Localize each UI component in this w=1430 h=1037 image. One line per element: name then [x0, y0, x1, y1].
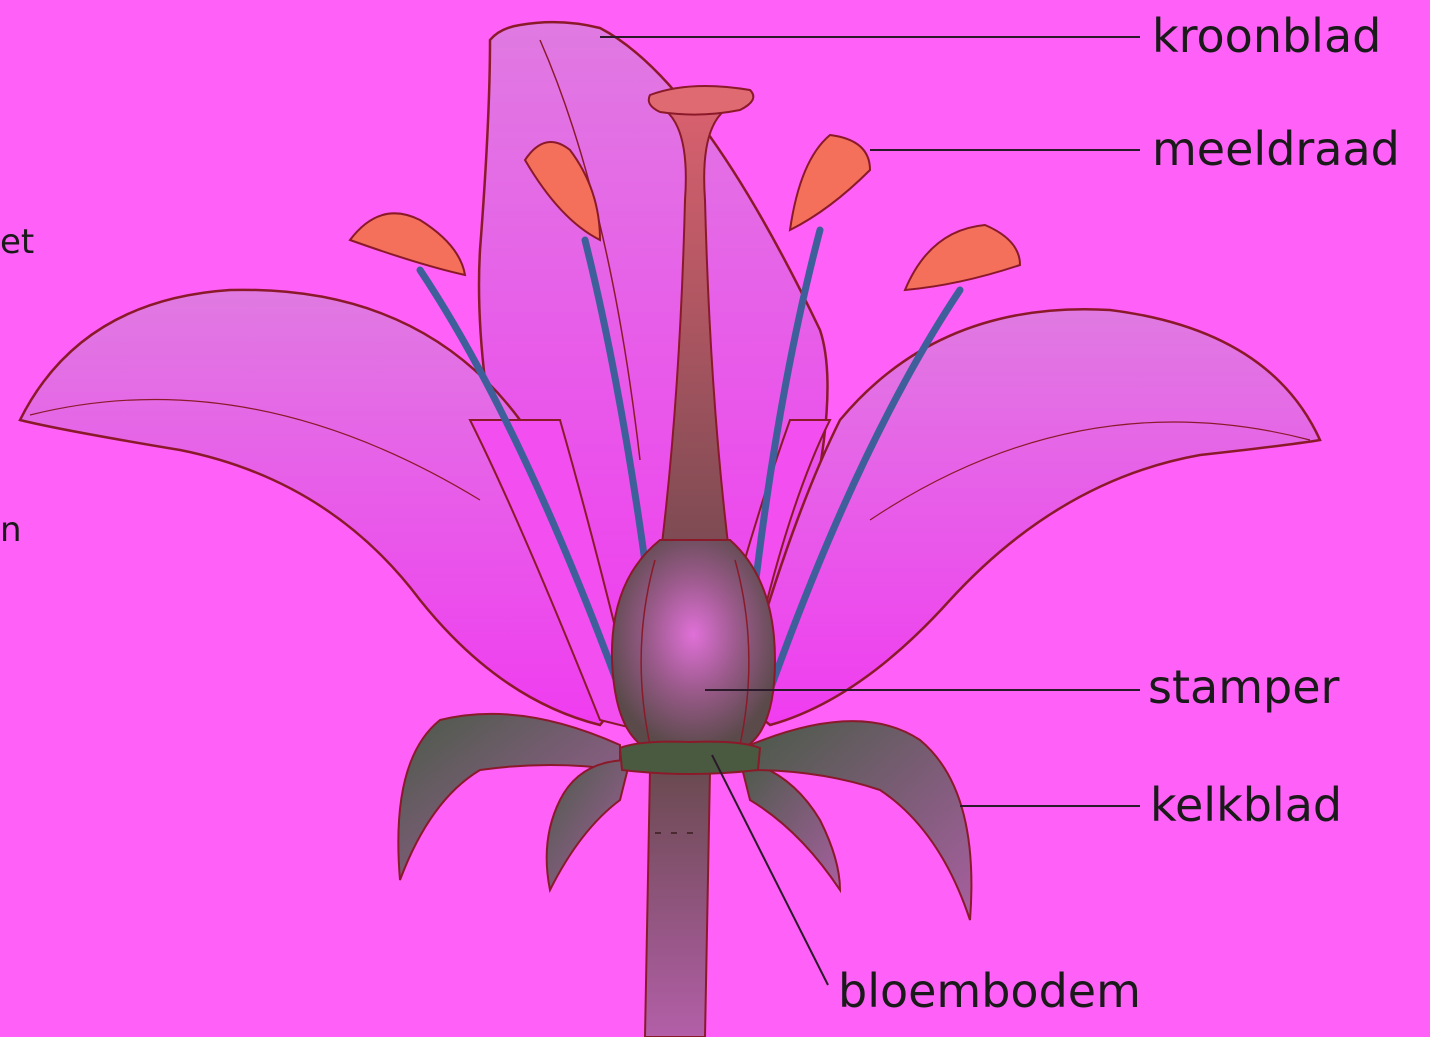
pistil-ovary	[612, 540, 775, 750]
cutoff-text-2: n	[0, 513, 22, 547]
anther-4	[905, 225, 1020, 290]
sepal-left-inner	[547, 760, 630, 890]
label-bloembodem: bloembodem	[838, 968, 1141, 1014]
stem	[645, 770, 710, 1037]
anther-1	[350, 213, 465, 275]
pistil-stigma	[649, 86, 754, 115]
cutoff-text-1: et	[0, 225, 34, 259]
label-kelkblad: kelkblad	[1150, 782, 1342, 828]
label-kroonblad: kroonblad	[1152, 13, 1381, 59]
sepal-right-inner	[740, 760, 840, 890]
anther-3	[790, 135, 870, 230]
label-meeldraad: meeldraad	[1152, 126, 1400, 172]
label-stamper: stamper	[1148, 664, 1339, 710]
receptacle	[620, 742, 760, 774]
